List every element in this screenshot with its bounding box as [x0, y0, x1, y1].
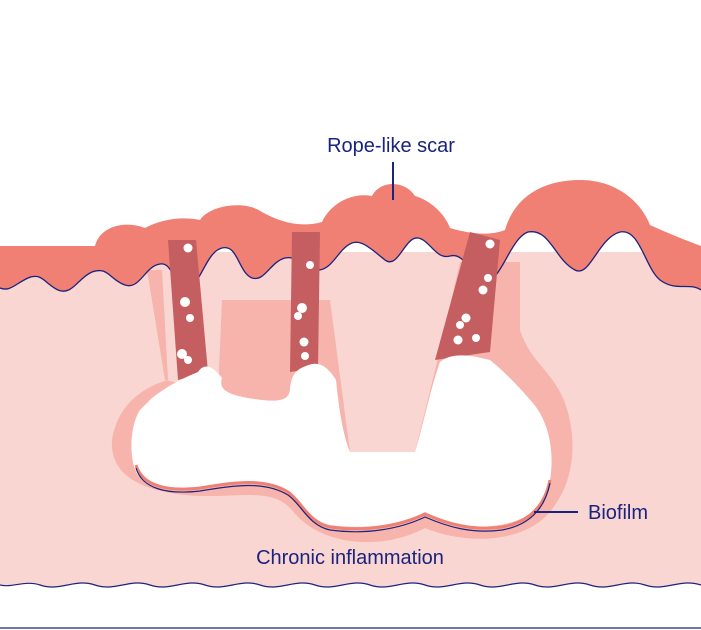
sinus-tract-middle	[290, 232, 320, 372]
bacteria-dots	[177, 239, 495, 364]
biofilm-label: Biofilm	[588, 502, 648, 524]
scar-label: Rope-like scar	[327, 135, 455, 157]
sinus-tract-right	[435, 232, 500, 360]
sinus-tract-left	[168, 240, 208, 380]
epidermis-line	[0, 231, 701, 292]
abscess-cavity	[131, 355, 552, 527]
biofilm-line	[135, 467, 551, 533]
inflammation-label: Chronic inflammation	[256, 547, 444, 569]
biofilm-layer	[134, 464, 552, 531]
subcutaneous-boundary	[0, 582, 701, 588]
